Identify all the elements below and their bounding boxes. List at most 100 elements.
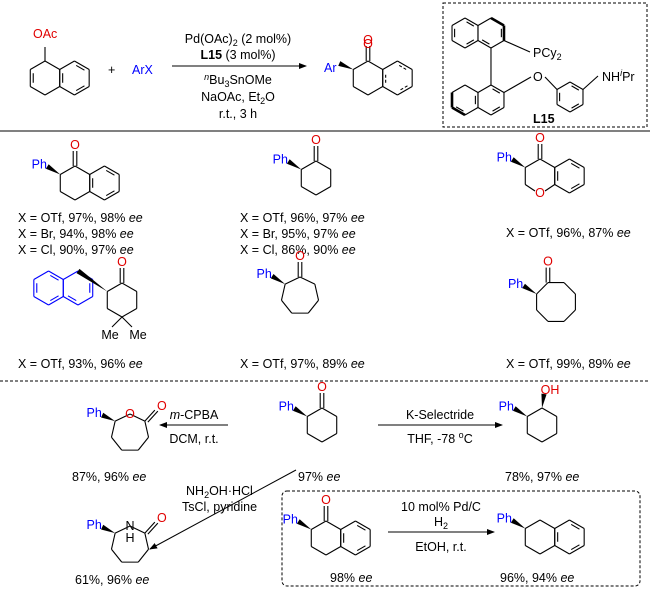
ring-nh: H xyxy=(125,531,134,545)
pcy2-label: PCy2 xyxy=(533,46,562,62)
bond xyxy=(105,190,115,197)
bond xyxy=(89,165,105,175)
bond xyxy=(104,191,120,201)
beckmann-arrow xyxy=(149,469,297,550)
bond xyxy=(356,524,366,531)
start-ee: 97% ee xyxy=(298,470,340,484)
bond xyxy=(110,533,116,550)
bond xyxy=(477,84,492,93)
bond xyxy=(311,546,327,556)
bond xyxy=(367,86,383,96)
bond xyxy=(539,545,555,555)
bond xyxy=(490,40,505,49)
bond xyxy=(353,86,369,96)
bond xyxy=(301,186,317,196)
bond xyxy=(111,316,123,328)
wedge-bond xyxy=(512,406,528,417)
bond xyxy=(466,21,475,27)
bond xyxy=(382,86,398,96)
hydrogenation-box xyxy=(281,490,641,587)
bond xyxy=(50,274,59,281)
phenyl-label: Ph xyxy=(499,400,514,414)
wedge-bond xyxy=(292,406,308,417)
carbonyl-o: O xyxy=(543,255,553,269)
condition-time: r.t., 3 h xyxy=(219,107,257,121)
bond xyxy=(104,165,120,175)
bond xyxy=(464,40,479,49)
mcpba-label: m-CPBA xyxy=(170,408,219,422)
bond xyxy=(67,295,77,302)
bond xyxy=(451,106,466,117)
bond xyxy=(451,84,466,93)
bond xyxy=(525,545,541,555)
bond xyxy=(147,522,159,535)
scope-result: X = Cl, 90%, 97% ee xyxy=(18,243,134,257)
bond xyxy=(398,85,408,92)
lactam-yield: 61%, 96% ee xyxy=(75,573,149,587)
bond xyxy=(121,308,137,318)
carbonyl-o: O xyxy=(157,511,167,525)
scope-result: X = Cl, 86%, 90% ee xyxy=(240,243,356,257)
ligand-name: L15 xyxy=(533,112,555,126)
wedge-bond xyxy=(510,157,526,168)
bond xyxy=(75,85,85,92)
bond xyxy=(355,520,371,530)
bond xyxy=(541,407,557,417)
phenyl-label: Ph xyxy=(508,277,523,291)
phenyl-label: Ph xyxy=(283,513,298,527)
beckmann-reagent: TsCl, pyridine xyxy=(182,500,257,514)
carbonyl-o: O xyxy=(70,138,80,152)
phenyl-label: Ph xyxy=(86,406,101,420)
methyl-label: Me xyxy=(129,328,146,342)
bond xyxy=(60,191,76,201)
bond xyxy=(563,309,576,322)
bond xyxy=(397,86,413,96)
bond xyxy=(315,160,331,170)
bond xyxy=(74,165,90,175)
bond xyxy=(464,84,479,93)
carbonyl-o: O xyxy=(157,399,167,413)
carbonyl-o: O xyxy=(311,133,321,147)
bond xyxy=(59,86,75,96)
bond xyxy=(30,60,46,70)
carbonyl-o: O xyxy=(117,255,127,269)
carbonyl-o: O xyxy=(363,33,373,47)
bond xyxy=(544,184,556,192)
methyl-label: Me xyxy=(101,328,118,342)
wedge-bond xyxy=(541,393,547,408)
bond xyxy=(89,191,105,201)
bond xyxy=(571,85,580,91)
condition-catalyst: Pd(OAc)2 (2 mol%) xyxy=(185,32,291,48)
bond xyxy=(539,519,555,529)
bond xyxy=(325,546,341,556)
condition-ligand: L15 (3 mol%) xyxy=(200,48,275,62)
nhipr-label: NHiPr xyxy=(602,68,635,84)
bond xyxy=(569,184,585,194)
bond xyxy=(367,60,383,70)
bond xyxy=(321,407,337,417)
carbonyl-o: O xyxy=(295,249,305,263)
bond xyxy=(144,421,150,438)
bond xyxy=(114,525,131,534)
bond xyxy=(524,184,536,192)
bond xyxy=(107,308,123,318)
bond xyxy=(74,60,90,70)
bond xyxy=(325,520,341,530)
hydrogen-label: H2 xyxy=(434,515,448,531)
bond xyxy=(33,296,49,306)
phenyl-label: Ph xyxy=(497,512,512,526)
bond xyxy=(144,533,150,550)
bond xyxy=(301,160,317,170)
hydrogenation-catalyst: 10 mol% Pd/C xyxy=(401,500,481,514)
bond xyxy=(111,436,123,451)
bond xyxy=(60,165,76,175)
kselectride-label: K-Selectride xyxy=(406,408,474,422)
bond xyxy=(121,316,133,328)
bond xyxy=(541,433,557,443)
structures xyxy=(29,16,599,563)
wedge-bond xyxy=(338,61,354,70)
bond xyxy=(503,39,531,53)
bond xyxy=(544,76,558,90)
bond xyxy=(554,184,570,194)
bond xyxy=(525,158,541,168)
